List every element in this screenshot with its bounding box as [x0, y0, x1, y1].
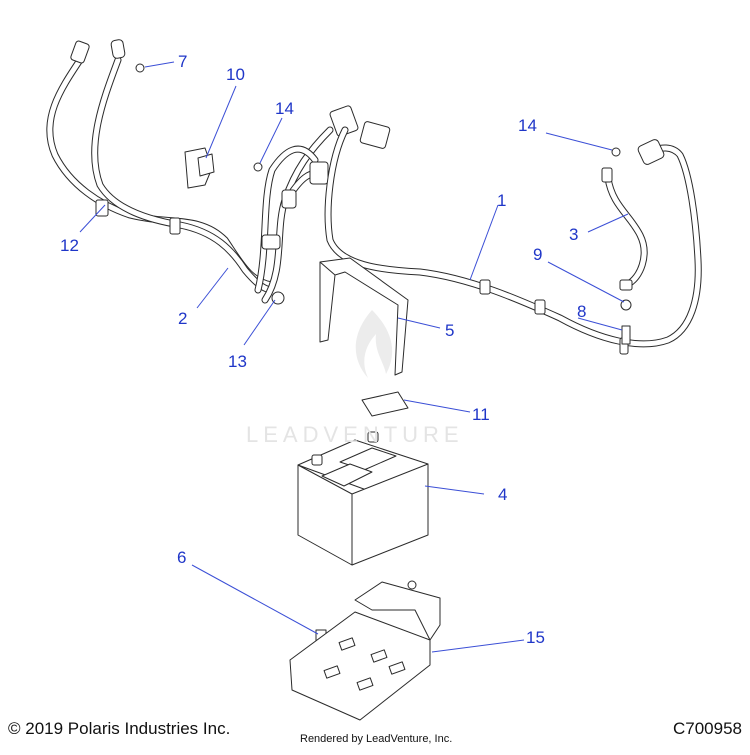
callout-1: 1 — [497, 191, 506, 210]
part-10-relay-bracket — [184, 147, 215, 189]
callout-13: 13 — [228, 352, 247, 371]
callout-8: 8 — [577, 302, 586, 321]
part-11-pad — [361, 391, 409, 417]
callout-4: 4 — [498, 485, 507, 504]
copyright-text: © 2019 Polaris Industries Inc. — [8, 719, 231, 738]
callout-11: 11 — [472, 405, 490, 424]
leader-lines — [79, 61, 629, 653]
diagram-code: C700958 — [672, 719, 742, 738]
callout-3: 3 — [569, 225, 578, 244]
callout-5: 5 — [445, 321, 454, 340]
callout-9: 9 — [533, 245, 542, 264]
callout-7: 7 — [178, 52, 187, 71]
cable-harness-middle — [254, 105, 391, 305]
callout-2: 2 — [178, 309, 187, 328]
callout-14-right: 14 — [518, 116, 537, 135]
cable-main-long — [324, 126, 702, 355]
callout-labels: 1 2 3 4 5 6 7 8 9 10 11 12 13 14 14 15 — [60, 52, 586, 647]
part-4-battery — [297, 431, 429, 566]
part-15-battery-tray — [289, 580, 441, 721]
part-5-hold-down-strap — [319, 257, 409, 376]
callout-15: 15 — [526, 628, 545, 647]
rendered-by-text: Rendered by LeadVenture, Inc. — [300, 733, 453, 745]
watermark-text: LEADVENTURE — [246, 422, 464, 447]
cable-3 — [601, 167, 648, 291]
callout-6: 6 — [177, 548, 186, 567]
callout-12: 12 — [60, 236, 79, 255]
callout-14-left: 14 — [275, 99, 294, 118]
watermark-flame-icon — [355, 310, 393, 378]
callout-10: 10 — [226, 65, 245, 84]
